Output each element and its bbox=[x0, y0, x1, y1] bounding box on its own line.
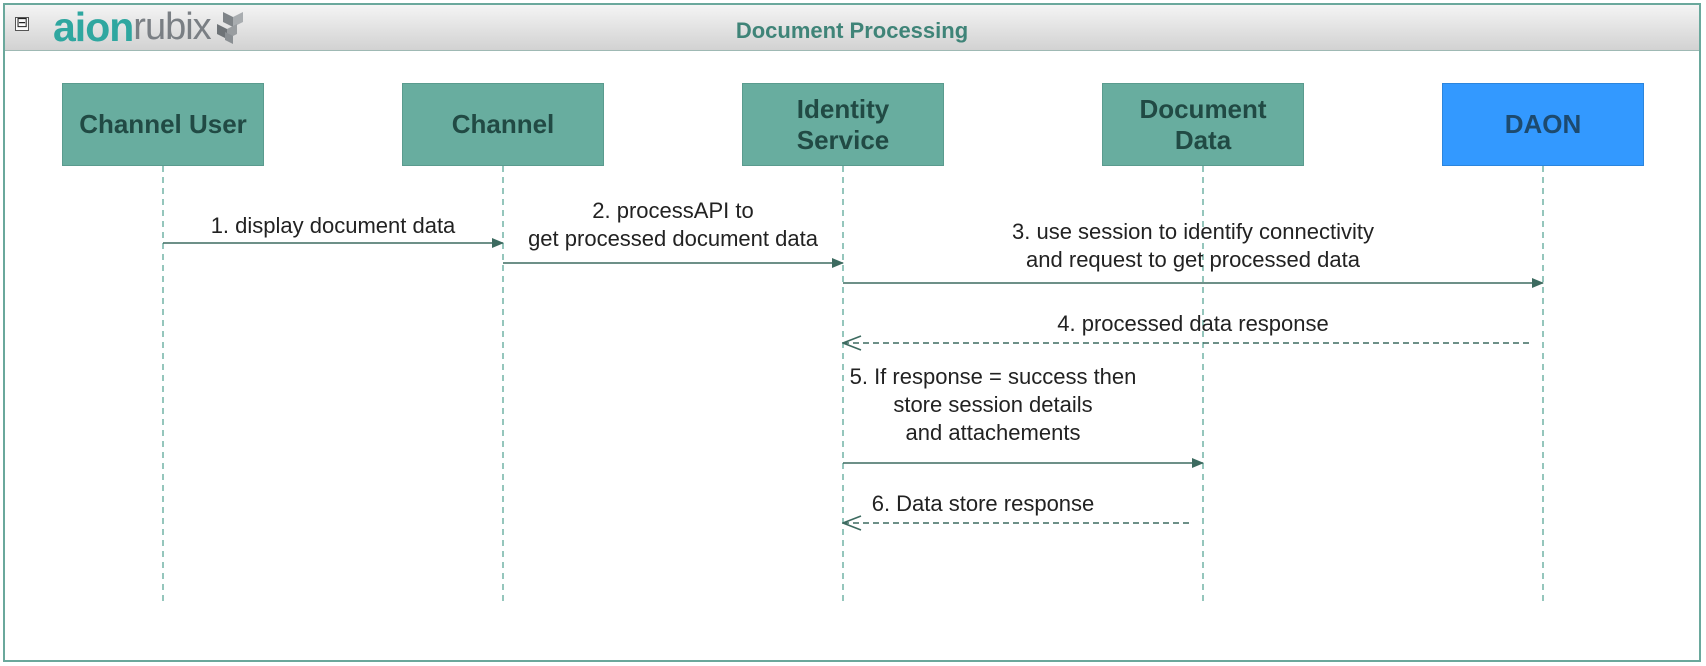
participant-identity-service: Identity Service bbox=[742, 83, 944, 166]
message-label-1: 1. display document data bbox=[210, 213, 456, 238]
participant-channel: Channel bbox=[402, 83, 604, 166]
participant-label: Identity Service bbox=[796, 93, 890, 155]
message-label-6: 6. Data store response bbox=[871, 491, 1095, 516]
diagram-title: Document Processing bbox=[735, 18, 969, 43]
message-label-2: 2. processAPI to get processed document … bbox=[528, 198, 818, 251]
participant-document-data: Document Data bbox=[1102, 83, 1304, 166]
participant-daon: DAON bbox=[1442, 83, 1644, 166]
logo-text-secondary: rubix bbox=[133, 5, 211, 48]
title-bar: ⊟ aion rubix Document Processing bbox=[5, 4, 1699, 51]
logo-text-primary: aion bbox=[53, 3, 134, 50]
participant-label: Channel User bbox=[79, 109, 247, 139]
participant-label: Document Data bbox=[1139, 93, 1267, 155]
message-label-3: 3. use session to identify connectivity … bbox=[1012, 219, 1374, 272]
aionrubix-logo: aion rubix bbox=[53, 4, 245, 50]
participant-channel-user: Channel User bbox=[62, 83, 264, 166]
participant-label: Channel bbox=[451, 109, 555, 139]
message-label-4: 4. processed data response bbox=[1057, 311, 1329, 336]
participant-label: DAON bbox=[1504, 109, 1582, 139]
message-label-5: 5. If response = success then store sess… bbox=[849, 364, 1137, 445]
cube-stack-icon bbox=[216, 12, 243, 44]
collapse-button[interactable]: ⊟ bbox=[15, 15, 29, 31]
